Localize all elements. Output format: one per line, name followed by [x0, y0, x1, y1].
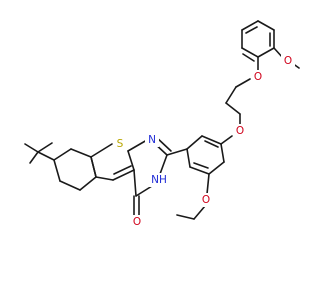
atom-methoxy-oxygen: O: [281, 54, 295, 68]
bond: [59, 180, 81, 191]
bond: [186, 135, 203, 150]
bond: [29, 151, 39, 164]
bond: [70, 148, 92, 158]
atom-layer: S N NH O O O O: [113, 54, 295, 229]
bond: [133, 169, 137, 197]
atom-label: NH: [151, 174, 167, 186]
atom-sulfur: S: [113, 137, 127, 151]
bond: [241, 47, 259, 58]
bond: [193, 205, 206, 220]
bond-layer: [24, 20, 300, 220]
atom-nh: NH: [147, 173, 171, 187]
bond: [90, 143, 113, 158]
atom-label: O: [133, 216, 141, 228]
atom-ether-oxygen-2: O: [251, 70, 265, 84]
bond: [235, 78, 251, 88]
bond: [95, 176, 114, 181]
bond: [112, 169, 135, 181]
molecule-canvas: S N NH O O O O: [24, 20, 300, 229]
atom-label: O: [254, 71, 262, 83]
bond: [225, 86, 237, 104]
bond: [193, 162, 209, 169]
bond: [24, 143, 39, 153]
bond: [176, 214, 195, 220]
bond: [37, 151, 55, 161]
atom-label: O: [236, 125, 244, 137]
atom-label: N: [148, 134, 156, 146]
bond: [127, 150, 135, 171]
bond: [90, 156, 97, 178]
atom-ethoxy-oxygen: O: [199, 193, 213, 207]
bond: [53, 159, 61, 182]
bond: [53, 148, 72, 161]
bond: [220, 135, 233, 145]
bond: [241, 20, 259, 31]
bond: [208, 161, 225, 175]
bond: [113, 165, 132, 175]
molecule-structure: S N NH O O O O: [24, 20, 300, 229]
bond: [206, 173, 210, 195]
bond: [204, 140, 219, 148]
bond: [257, 20, 275, 31]
bond: [225, 102, 241, 115]
bond: [37, 142, 53, 153]
bond: [159, 154, 168, 175]
atom-carbonyl-oxygen: O: [130, 215, 144, 229]
atom-label: O: [202, 194, 210, 206]
bond: [220, 143, 225, 163]
atom-ether-oxygen-1: O: [233, 124, 247, 138]
bond: [186, 148, 191, 168]
atom-label: O: [284, 55, 292, 67]
bond: [79, 176, 97, 191]
bond: [166, 148, 188, 156]
bond: [245, 26, 258, 34]
bond: [257, 47, 275, 58]
bond: [189, 166, 210, 175]
atom-label: S: [117, 138, 124, 150]
bond: [127, 139, 148, 152]
atom-nitrogen: N: [145, 133, 159, 147]
bond: [242, 53, 255, 62]
bond: [135, 185, 153, 197]
bond: [201, 135, 222, 145]
